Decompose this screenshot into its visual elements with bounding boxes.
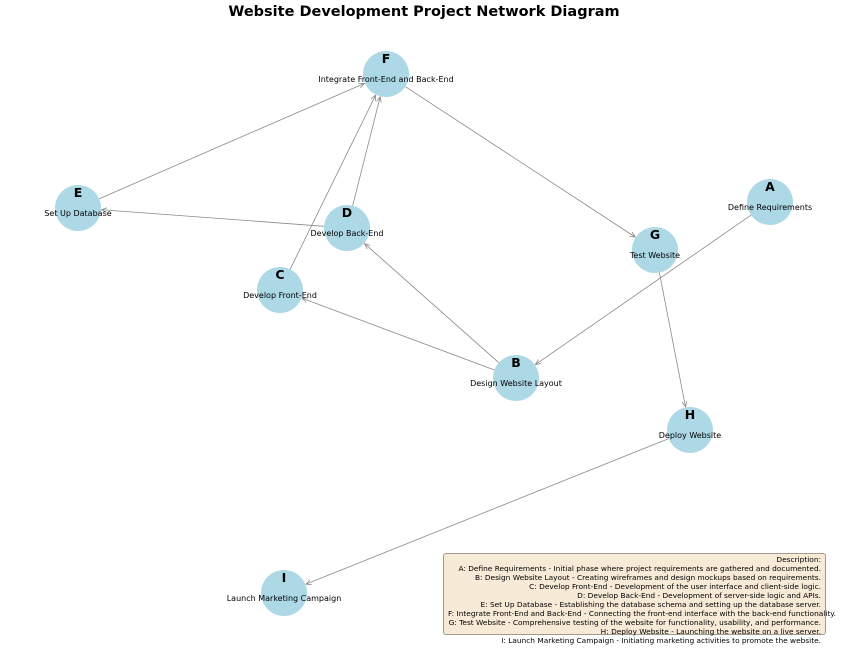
- node-f-label: Integrate Front-End and Back-End: [318, 75, 453, 84]
- node-f-circle: [363, 51, 409, 97]
- edge-f-g: [405, 86, 635, 237]
- node-a-id: A: [765, 179, 775, 194]
- edge-c-f: [289, 96, 375, 270]
- description-line-b: B: Design Website Layout - Creating wire…: [474, 573, 821, 582]
- node-b-circle: [493, 355, 539, 401]
- node-e: E Set Up Database: [44, 185, 112, 231]
- node-h: H Deploy Website: [659, 407, 722, 453]
- node-d-label: Develop Back-End: [311, 229, 384, 238]
- node-c-id: C: [275, 267, 284, 282]
- node-a-circle: [747, 179, 793, 225]
- node-i-label: Launch Marketing Campaign: [227, 594, 342, 603]
- edge-a-b: [536, 214, 752, 364]
- node-b-label: Design Website Layout: [470, 379, 562, 388]
- node-g-label: Test Website: [629, 251, 680, 260]
- node-f: F Integrate Front-End and Back-End: [318, 51, 454, 97]
- node-e-label: Set Up Database: [44, 209, 111, 218]
- edge-b-c: [302, 298, 495, 371]
- edge-e-f: [98, 84, 364, 200]
- node-a-label: Define Requirements: [728, 203, 812, 212]
- description-line-g: G: Test Website - Comprehensive testing …: [448, 618, 821, 627]
- node-d: D Develop Back-End: [311, 205, 384, 251]
- node-c: C Develop Front-End: [243, 267, 317, 313]
- node-c-circle: [257, 267, 303, 313]
- description-line-f: F: Integrate Front-End and Back-End - Co…: [448, 609, 836, 618]
- edge-b-d: [365, 244, 500, 364]
- description-box: Description: A: Define Requirements - In…: [443, 553, 836, 645]
- description-heading: Description:: [776, 555, 821, 564]
- description-line-h: H: Deploy Website - Launching the websit…: [600, 627, 821, 636]
- node-g: G Test Website: [629, 227, 680, 273]
- node-c-label: Develop Front-End: [243, 291, 317, 300]
- node-e-id: E: [74, 185, 83, 200]
- node-g-id: G: [650, 227, 660, 242]
- edges-layer: [98, 84, 752, 584]
- description-line-i: I: Launch Marketing Campaign - Initiatin…: [501, 636, 821, 645]
- node-b: B Design Website Layout: [470, 355, 562, 401]
- description-line-a: A: Define Requirements - Initial phase w…: [458, 564, 821, 573]
- node-g-circle: [632, 227, 678, 273]
- edge-h-i: [306, 438, 669, 584]
- node-h-id: H: [685, 407, 695, 422]
- node-b-id: B: [511, 355, 521, 370]
- edge-g-h: [658, 272, 685, 407]
- description-line-c: C: Develop Front-End - Development of th…: [529, 582, 821, 591]
- node-e-circle: [55, 185, 101, 231]
- node-h-label: Deploy Website: [659, 431, 722, 440]
- node-d-circle: [324, 205, 370, 251]
- node-i-circle: [261, 570, 307, 616]
- diagram-title: Website Development Project Network Diag…: [228, 4, 619, 20]
- edge-d-f: [352, 97, 380, 206]
- node-a: A Define Requirements: [728, 179, 812, 225]
- description-line-d: D: Develop Back-End - Development of ser…: [577, 591, 821, 600]
- node-i: I Launch Marketing Campaign: [227, 570, 342, 616]
- node-f-id: F: [382, 51, 391, 66]
- node-d-id: D: [342, 205, 352, 220]
- edge-d-e: [102, 210, 325, 227]
- node-h-circle: [667, 407, 713, 453]
- node-i-id: I: [282, 570, 287, 585]
- description-line-e: E: Set Up Database - Establishing the da…: [480, 600, 821, 609]
